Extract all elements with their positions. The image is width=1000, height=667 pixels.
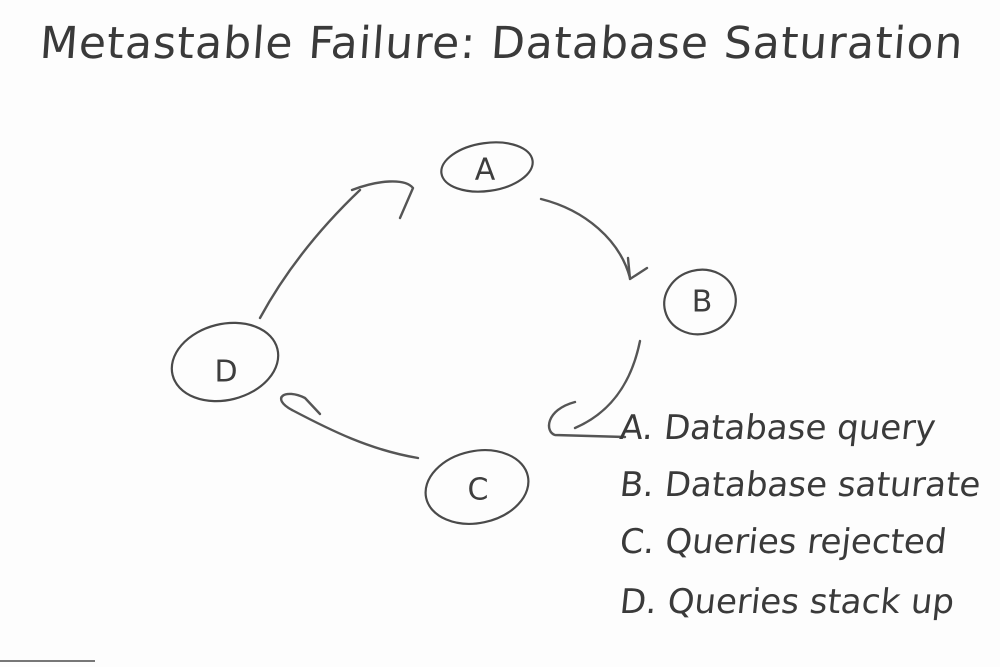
arrow-b-to-c [547, 339, 642, 439]
legend-text: Database query [662, 408, 938, 448]
legend-key: D. [617, 582, 660, 622]
arrow-c-to-d [279, 392, 420, 460]
node-b-circle [663, 268, 737, 336]
node-a-circle [440, 141, 534, 193]
arrow-d-to-a [258, 180, 415, 320]
node-c-label: C [468, 473, 489, 508]
legend-item-a: A. Database query [618, 408, 938, 448]
node-a-label: A [475, 153, 496, 188]
legend-item-b: B. Database saturate [618, 465, 983, 505]
legend-text: Queries stack up [665, 582, 957, 622]
legend-text: Database saturate [662, 465, 983, 505]
legend-key: B. [617, 465, 657, 505]
node-c: C [424, 449, 530, 525]
legend-key: A. [617, 408, 656, 448]
node-b: B [663, 268, 737, 336]
legend-item-c: C. Queries rejected [618, 522, 949, 562]
legend-item-d: D. Queries stack up [618, 582, 956, 622]
node-c-circle [424, 449, 530, 525]
node-d-label: D [214, 355, 237, 390]
node-d-circle [170, 321, 280, 403]
legend-key: C. [617, 522, 657, 562]
node-d: D [170, 321, 280, 403]
arrow-a-to-b [539, 197, 649, 281]
node-a: A [440, 141, 534, 193]
paper-edge-line [0, 660, 95, 662]
node-b-label: B [692, 285, 713, 320]
legend-text: Queries rejected [663, 522, 949, 562]
